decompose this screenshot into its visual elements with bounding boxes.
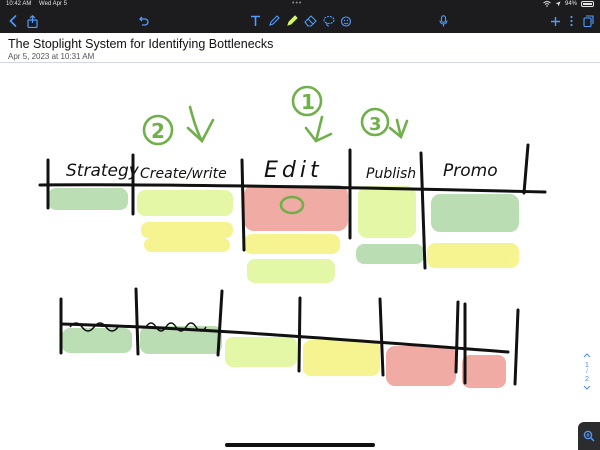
mic-icon[interactable] (436, 13, 450, 29)
undo-icon[interactable] (136, 13, 150, 29)
bottom-board-highlights (62, 326, 506, 388)
top-bar: 10:42 AM Wed Apr 5 ••• 94% (0, 0, 600, 33)
pen-icon[interactable] (267, 13, 281, 29)
highlight-promo-green (431, 194, 519, 232)
column-headings: Strategy Create/write Edit Publish Promo (66, 158, 498, 183)
more-icon[interactable] (566, 13, 576, 29)
bottom-board-lines (59, 287, 520, 386)
page-indicator[interactable]: 1 / 2 (580, 352, 594, 393)
highlight-publish-green (356, 244, 424, 264)
battery-percent: 94% (564, 1, 577, 7)
home-indicator[interactable] (225, 443, 375, 447)
page-current: 1 (585, 362, 589, 369)
highlight-promo-yellow (427, 243, 519, 268)
bottom-board-scribbles (69, 322, 207, 332)
priority-arrow-3 (388, 118, 409, 140)
page-separator: / (586, 369, 588, 375)
drawing-canvas[interactable]: Strategy Create/write Edit Publish Promo… (0, 64, 600, 450)
note-header: The Stoplight System for Identifying Bot… (0, 33, 600, 63)
edit-circle-marker (279, 195, 305, 215)
heading-strategy: Strategy (66, 161, 140, 181)
priority-number-3: 3 (369, 114, 382, 135)
highlight-row2-green-1 (62, 328, 132, 353)
chevron-down-icon[interactable] (580, 384, 594, 393)
priority-marks (142, 85, 409, 215)
zoom-button[interactable] (578, 422, 600, 450)
status-bar-right: 94% (543, 1, 594, 7)
top-board-highlights (48, 185, 519, 283)
multitasking-dots[interactable]: ••• (292, 0, 303, 7)
status-bar-left: 10:42 AM Wed Apr 5 (6, 1, 73, 7)
priority-number-1: 1 (301, 90, 315, 114)
priority-arrow-2 (186, 105, 215, 144)
magnifier-icon (583, 430, 595, 442)
back-icon[interactable] (6, 13, 20, 29)
status-time: 10:42 AM (6, 1, 32, 7)
location-icon (555, 1, 561, 7)
priority-circle-2 (142, 114, 174, 146)
heading-promo: Promo (443, 161, 498, 181)
priority-circle-3 (360, 107, 390, 137)
highlight-edit-yellow (244, 234, 340, 254)
highlight-create-yellow-2 (144, 238, 230, 252)
highlight-edit-red (244, 185, 348, 231)
share-icon[interactable] (25, 13, 39, 29)
heading-publish: Publish (366, 166, 416, 182)
highlight-row2-red-1 (386, 346, 456, 386)
top-board-lines (38, 143, 547, 270)
highlight-row2-yellow (303, 340, 380, 376)
highlight-create-lime (137, 190, 233, 216)
lasso-icon[interactable] (322, 13, 336, 29)
highlighter-icon[interactable] (285, 13, 299, 29)
highlight-row2-lime (225, 337, 297, 367)
chevron-up-icon[interactable] (580, 352, 594, 361)
heading-create-write: Create/write (140, 166, 227, 182)
highlight-row2-red-2 (462, 355, 506, 388)
text-tool-icon[interactable] (248, 13, 262, 29)
wifi-icon (543, 1, 551, 7)
highlight-publish-lime (358, 186, 416, 238)
highlight-strategy-green (48, 188, 128, 210)
note-date: Apr 5, 2023 at 10:31 AM (8, 52, 95, 61)
page-total: 2 (585, 376, 589, 383)
highlight-row2-green-2 (140, 326, 222, 354)
pages-icon[interactable] (581, 13, 595, 29)
priority-numbers: 2 1 3 (151, 90, 382, 143)
priority-circle-1 (291, 85, 323, 117)
priority-number-2: 2 (151, 119, 165, 143)
heading-edit: Edit (264, 158, 323, 183)
highlight-edit-lime (247, 259, 335, 283)
add-icon[interactable] (548, 13, 562, 29)
battery-icon (581, 1, 594, 7)
sticker-icon[interactable] (339, 13, 353, 29)
eraser-icon[interactable] (303, 13, 317, 29)
note-title[interactable]: The Stoplight System for Identifying Bot… (8, 37, 274, 51)
status-date: Wed Apr 5 (39, 1, 67, 7)
highlight-create-yellow-1 (141, 222, 233, 238)
priority-arrow-1 (304, 115, 333, 143)
